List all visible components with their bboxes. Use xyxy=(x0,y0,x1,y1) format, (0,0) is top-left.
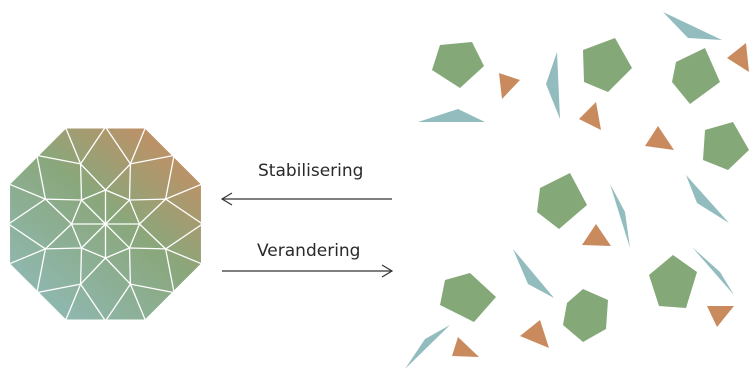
green-pentagon xyxy=(432,42,484,88)
orange-triangle xyxy=(520,320,549,348)
orange-triangle xyxy=(707,306,734,327)
radial-spoke xyxy=(81,223,106,249)
green-pentagon xyxy=(440,273,496,322)
arrow-stabilisering xyxy=(220,192,392,206)
orange-triangle xyxy=(579,102,601,130)
teal-sliver xyxy=(663,12,722,40)
green-pentagon xyxy=(672,48,720,104)
teal-sliver xyxy=(610,184,630,248)
vertex-edge xyxy=(65,283,82,321)
orange-triangle xyxy=(452,337,479,357)
teal-sliver xyxy=(686,175,729,223)
kite-edge xyxy=(36,283,81,294)
kite-edge xyxy=(165,223,203,250)
kite-edge xyxy=(8,223,46,250)
vertex-edge xyxy=(9,183,46,200)
kite-edge xyxy=(80,283,107,322)
green-pentagon xyxy=(563,289,608,342)
orange-triangle xyxy=(645,126,674,150)
kite-edge xyxy=(80,126,107,165)
kite-edge xyxy=(164,155,175,200)
teal-sliver xyxy=(692,247,734,295)
green-pentagon xyxy=(649,255,697,308)
assembled-octagon-tiling xyxy=(8,126,203,322)
vertex-edge xyxy=(165,183,202,200)
kite-edge xyxy=(36,248,47,293)
green-pentagon xyxy=(703,122,749,170)
label-stabilisering: Stabilisering xyxy=(258,161,364,181)
teal-sliver xyxy=(418,109,485,122)
green-pentagon xyxy=(537,173,587,229)
kite-edge xyxy=(36,154,81,165)
vertex-edge xyxy=(129,283,146,321)
kite-edge xyxy=(36,155,47,200)
radial-spoke xyxy=(81,199,106,225)
kite-edge xyxy=(130,154,175,165)
kite-edge xyxy=(165,198,203,225)
kite-edge xyxy=(104,283,131,322)
vertex-edge xyxy=(129,127,146,165)
orange-triangle xyxy=(727,43,749,72)
arrow-verandering xyxy=(222,264,394,278)
teal-sliver xyxy=(513,249,554,298)
vertex-edge xyxy=(65,127,82,165)
kite-edge xyxy=(130,283,175,294)
teal-sliver xyxy=(546,52,560,119)
kite-edge xyxy=(164,248,175,293)
kite-edge xyxy=(8,198,46,225)
vertex-edge xyxy=(9,248,46,265)
orange-triangle xyxy=(582,224,611,246)
star-ring xyxy=(44,163,167,285)
kite-edge xyxy=(104,126,131,165)
scattered-pieces xyxy=(405,12,749,369)
radial-spoke xyxy=(105,223,130,249)
radial-spoke xyxy=(105,199,130,225)
orange-triangle xyxy=(499,73,520,99)
tile-lines xyxy=(8,126,203,322)
vertex-edge xyxy=(165,248,202,265)
green-pentagon xyxy=(583,38,632,92)
label-verandering: Verandering xyxy=(257,241,361,261)
teal-sliver xyxy=(405,325,450,369)
